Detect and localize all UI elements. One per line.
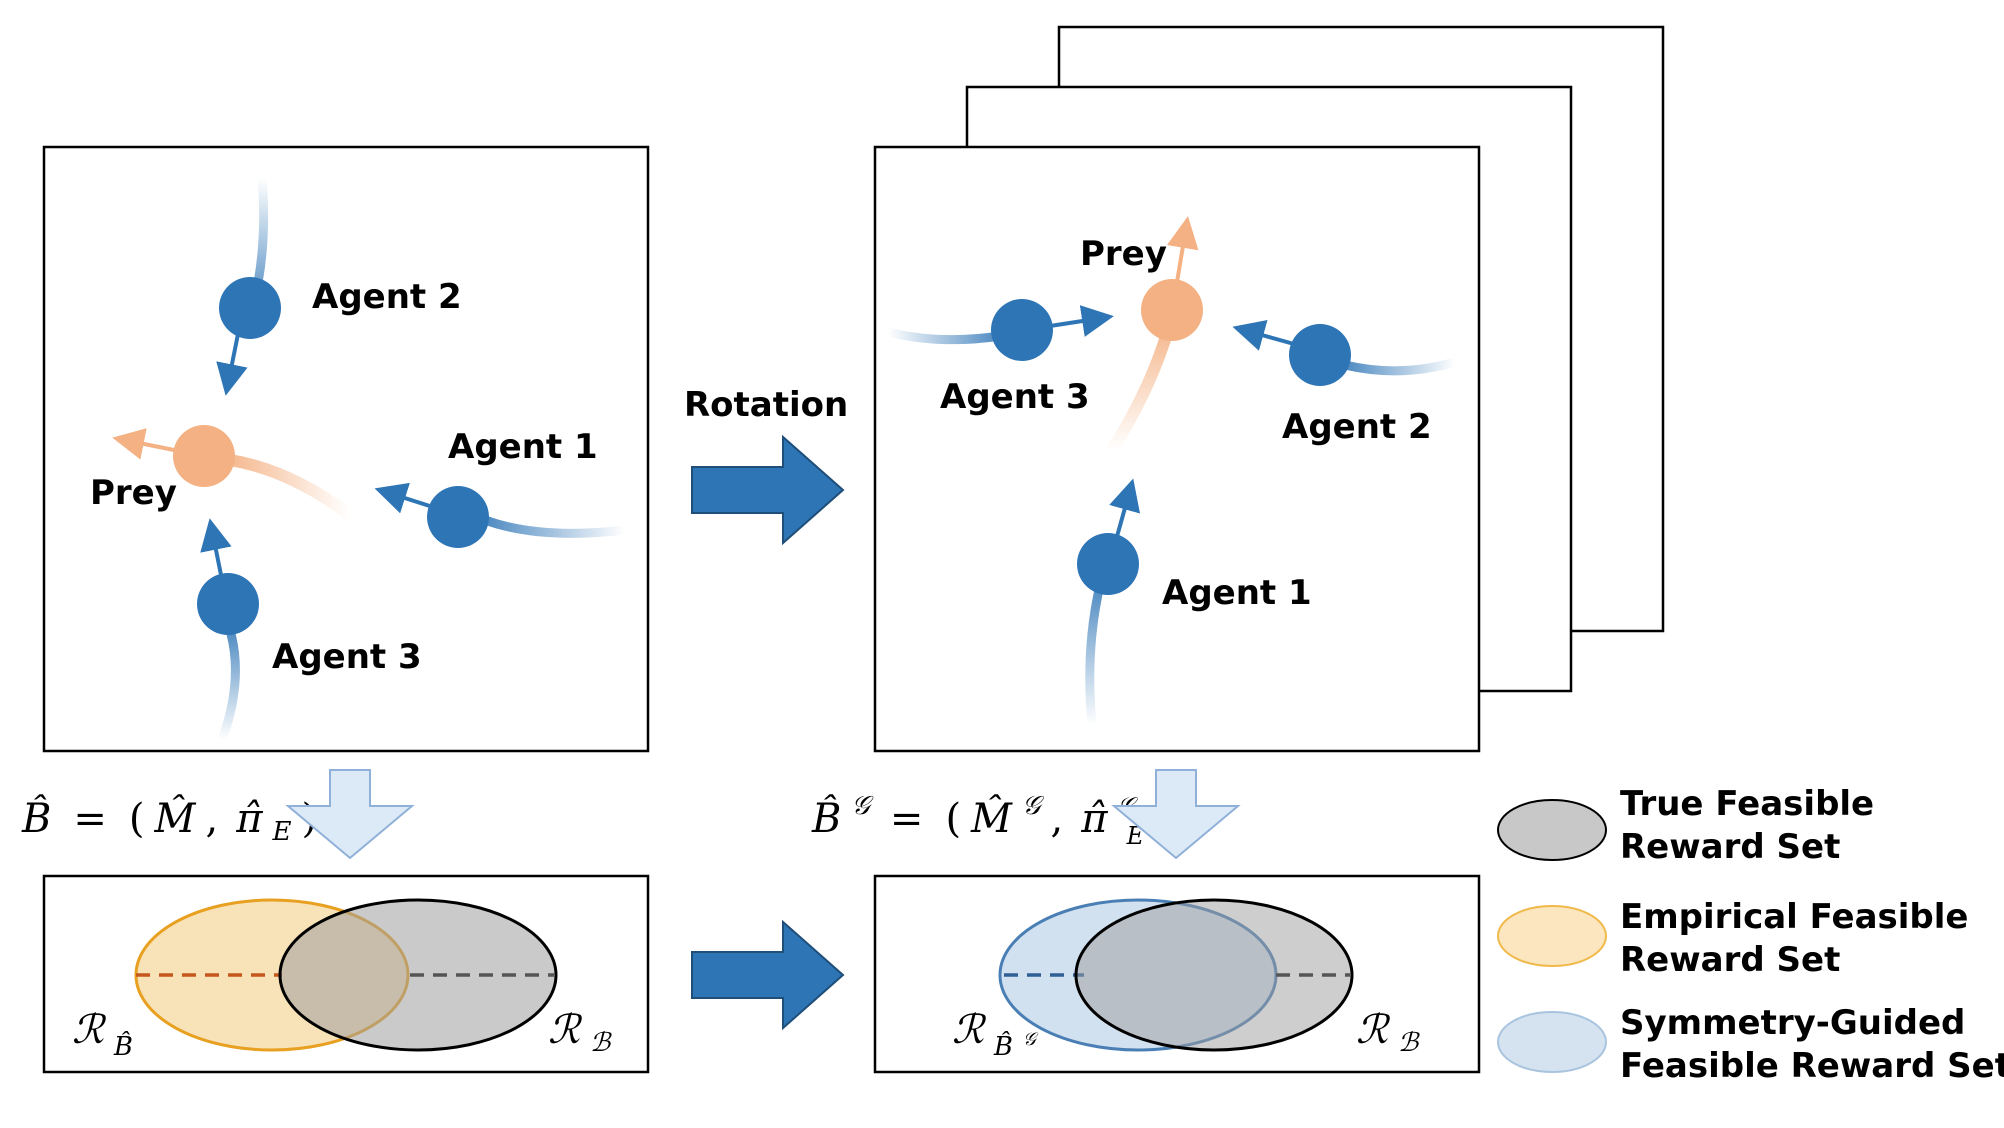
left-formula-open: ( xyxy=(129,796,145,842)
left-agent-3: Agent 3 xyxy=(197,518,422,745)
left-scene-panel: Agent 2 Agent 1 Agent 3 Prey xyxy=(42,145,650,753)
svg-text:B̂ = ( M̂: B̂ = ( M̂ , π̂ E ) xyxy=(21,796,317,849)
legend-swatch-empirical xyxy=(1497,905,1607,967)
right-true-set xyxy=(1074,898,1354,1052)
right-agent-3: Agent 3 xyxy=(883,299,1114,417)
left-agent-3-label: Agent 3 xyxy=(272,637,422,677)
right-symmetry-set-sub: B̂ xyxy=(993,1031,1013,1062)
svg-text:ℛ ℬ: ℛ ℬ xyxy=(1356,1007,1420,1058)
legend: True Feasible Reward Set Empirical Feasi… xyxy=(1497,784,2004,1086)
left-true-set-sub: ℬ xyxy=(590,1028,612,1058)
left-formula-eq: = xyxy=(73,796,107,842)
legend-symmetry-line2: Feasible Reward Set xyxy=(1620,1046,2004,1086)
rotation-transform: Rotation xyxy=(684,385,848,546)
right-formula-m-sup: 𝒢 xyxy=(1022,791,1045,821)
right-agent-2-label: Agent 2 xyxy=(1282,407,1432,447)
legend-symmetry-line1: Symmetry-Guided xyxy=(1620,1003,1965,1043)
stack-frame-front xyxy=(873,145,1481,753)
svg-text:ℛ B̂ 𝒢: ℛ B̂ 𝒢 xyxy=(952,1007,1039,1064)
left-prey: Prey xyxy=(90,425,356,521)
right-formula: B̂ 𝒢 = ( M̂ 𝒢 , π̂ 𝒢 E ) xyxy=(811,778,1170,853)
right-formula-m: M̂ xyxy=(970,796,1013,842)
right-symmetry-set-sub-sup: 𝒢 xyxy=(1023,1029,1039,1050)
svg-text:ℛ ℬ: ℛ ℬ xyxy=(548,1007,612,1058)
legend-empirical-line2: Reward Set xyxy=(1620,940,1840,980)
left-formula: B̂ = ( M̂ , π̂ E ) xyxy=(21,796,317,849)
left-formula-pi: π̂ xyxy=(235,796,263,842)
left-empirical-set-label: ℛ xyxy=(72,1007,107,1053)
left-true-set-label: ℛ xyxy=(548,1007,583,1053)
right-agent-1-label: Agent 1 xyxy=(1162,573,1312,613)
right-agent-1: Agent 1 xyxy=(1077,478,1312,730)
legend-swatch-true xyxy=(1497,799,1607,861)
right-formula-lhs: B̂ xyxy=(811,796,841,842)
legend-true-line2: Reward Set xyxy=(1620,827,1840,867)
legend-empirical-line1: Empirical Feasible xyxy=(1620,897,1968,937)
rotation-arrow xyxy=(691,434,845,546)
legend-item-empirical: Empirical Feasible Reward Set xyxy=(1497,897,1968,980)
right-true-set-sub: ℬ xyxy=(1398,1028,1420,1058)
sets-transform-arrow xyxy=(691,919,845,1031)
right-true-set-label: ℛ xyxy=(1356,1007,1391,1053)
right-formula-eq: = xyxy=(890,796,924,842)
legend-item-true: True Feasible Reward Set xyxy=(1497,784,1874,867)
left-agent-2-label: Agent 2 xyxy=(312,277,462,317)
legend-true-line1: True Feasible xyxy=(1620,784,1874,824)
left-formula-comma: , xyxy=(206,796,219,842)
right-prey-label: Prey xyxy=(1080,234,1167,274)
left-down-arrow xyxy=(285,769,415,860)
right-sets-box: ℛ B̂ 𝒢 ℛ ℬ xyxy=(873,874,1481,1074)
legend-item-symmetry: Symmetry-Guided Feasible Reward Set xyxy=(1497,1003,2004,1086)
left-agent-2: Agent 2 xyxy=(216,173,462,396)
rotation-label: Rotation xyxy=(684,385,848,425)
right-scene-stack: Agent 3 Agent 2 Agent 1 Prey xyxy=(873,25,1665,753)
svg-text:B̂ 𝒢 = (: B̂ 𝒢 = ( M̂ 𝒢 , π̂ 𝒢 E ) xyxy=(811,778,1170,853)
left-agent-1: Agent 1 xyxy=(374,427,630,548)
right-symmetry-set-label: ℛ xyxy=(952,1007,987,1053)
right-formula-comma: , xyxy=(1051,796,1064,842)
left-prey-label: Prey xyxy=(90,473,177,513)
right-prey: Prey xyxy=(1080,216,1203,456)
left-formula-lhs: B̂ xyxy=(21,796,51,842)
right-agent-3-label: Agent 3 xyxy=(940,377,1090,417)
left-agent-1-label: Agent 1 xyxy=(448,427,598,467)
legend-swatch-symmetry xyxy=(1497,1011,1607,1073)
left-formula-pi-sub: E xyxy=(272,817,292,847)
right-formula-open: ( xyxy=(945,796,961,842)
right-down-arrow xyxy=(1111,769,1241,860)
svg-text:ℛ B̂: ℛ B̂ xyxy=(72,1007,133,1062)
right-agent-2: Agent 2 xyxy=(1232,319,1460,447)
left-formula-m: M̂ xyxy=(154,796,197,842)
left-empirical-set-sub: B̂ xyxy=(113,1031,133,1062)
left-sets-box: ℛ B̂ ℛ ℬ xyxy=(42,874,650,1074)
right-formula-pi: π̂ xyxy=(1080,796,1108,842)
right-formula-lhs-sup: 𝒢 xyxy=(851,791,874,821)
